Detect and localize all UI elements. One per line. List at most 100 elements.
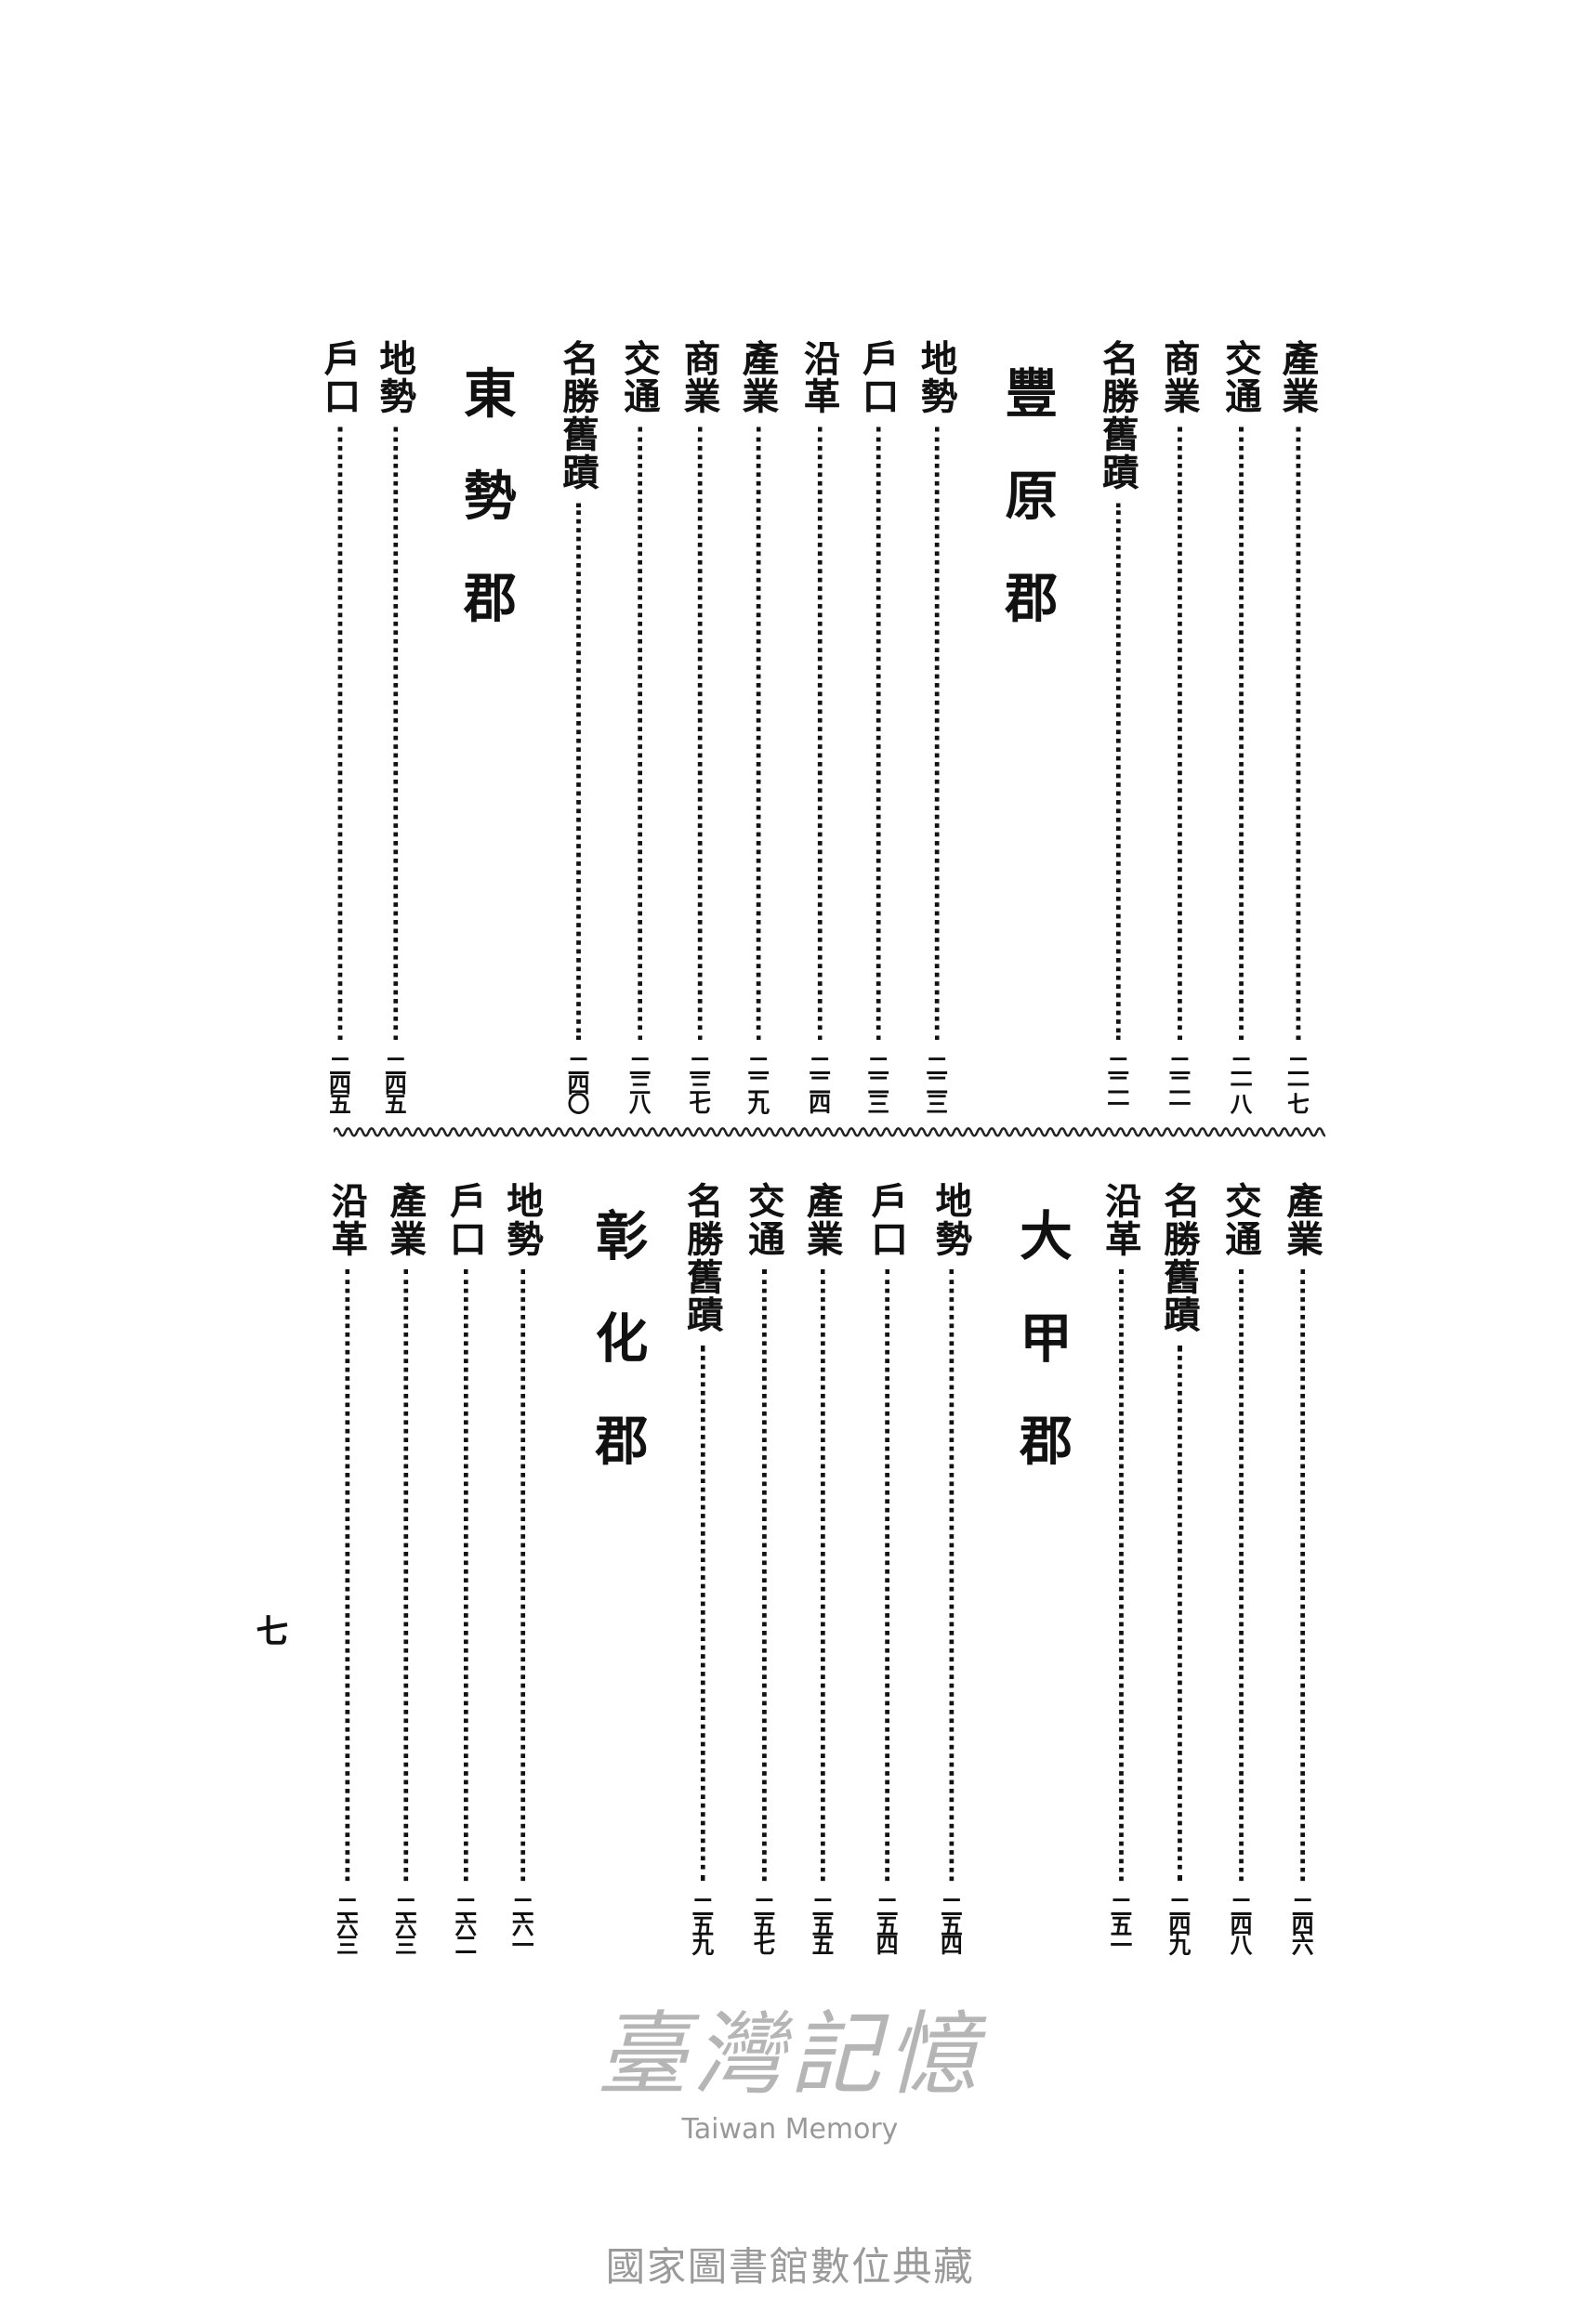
toc-entry-label: 交通	[1219, 339, 1263, 416]
toc-entry-label: 商業	[678, 339, 721, 416]
toc-page-number: 二四六	[1288, 1895, 1316, 1953]
toc-entry[interactable]: 地勢二二三	[915, 339, 958, 1111]
toc-entry[interactable]: 名勝舊蹟二四〇	[556, 339, 600, 1112]
toc-entry-label: 交通	[743, 1181, 786, 1258]
toc-page-number: 二五九	[689, 1895, 716, 1953]
toc-page-number: 二一七	[1284, 1054, 1311, 1112]
toc-entry-label: 沿革	[326, 1181, 369, 1258]
toc-entry[interactable]: 名勝舊蹟二四九	[1157, 1181, 1202, 1952]
toc-entry[interactable]: 產業二二九	[736, 339, 780, 1111]
toc-entry-label: 地勢	[374, 339, 417, 416]
dot-leader	[1295, 427, 1300, 1041]
toc-page-number: 二四〇	[564, 1054, 591, 1112]
toc-page-number: 二六一	[508, 1895, 536, 1953]
page-number: 七	[256, 1613, 289, 1652]
toc-page-number: 二一八	[1227, 1054, 1254, 1112]
toc-entry[interactable]: 產業二四六	[1280, 1181, 1324, 1953]
dot-leader	[820, 1269, 824, 1882]
toc-entry-label: 產業	[801, 1181, 845, 1258]
dot-leader	[876, 427, 880, 1041]
toc-entry[interactable]: 戶口二五四	[864, 1181, 909, 1953]
toc-page-number: 二二一	[1165, 1054, 1192, 1112]
toc-entry[interactable]: 交通二五七	[742, 1181, 786, 1953]
toc-page-number: 二五一	[1107, 1895, 1134, 1953]
toc-entry-label: 沿革	[1099, 1181, 1143, 1258]
toc-page-number: 二三七	[686, 1054, 713, 1112]
wavy-divider	[333, 1127, 1326, 1137]
toc-entry[interactable]: 地勢二六一	[500, 1181, 545, 1953]
toc-entry[interactable]: 交通二三八	[617, 339, 662, 1112]
dot-leader	[336, 427, 342, 1041]
toc-entry-label: 戶口	[319, 339, 362, 416]
toc-entry[interactable]: 商業二二一	[1157, 339, 1202, 1112]
toc-entry-label: 名勝舊蹟	[1158, 1181, 1202, 1334]
toc-entry-label: 產業	[737, 339, 780, 416]
toc-page-number: 二三八	[625, 1054, 653, 1112]
toc-entry[interactable]: 沿革二二四	[797, 339, 841, 1111]
toc-entry[interactable]: 沿革二六三	[324, 1181, 369, 1953]
toc-entry[interactable]: 交通二一八	[1218, 339, 1263, 1112]
dot-leader	[344, 1269, 349, 1882]
dot-leader	[463, 1269, 467, 1882]
dot-leader	[948, 1269, 954, 1882]
toc-page-number: 二二四	[806, 1054, 833, 1112]
section-title: 東勢郡	[454, 365, 517, 674]
dot-leader	[933, 427, 939, 1041]
dot-leader	[700, 1346, 704, 1882]
toc-entry[interactable]: 名勝舊蹟二五九	[680, 1182, 724, 1952]
toc-entry-label: 產業	[1277, 339, 1320, 416]
section-title: 彰化郡	[586, 1208, 649, 1516]
toc-entry[interactable]: 名勝舊蹟二二一	[1096, 339, 1140, 1112]
toc-page-number: 二二三	[864, 1054, 891, 1112]
toc-entry-label: 戶口	[857, 339, 901, 416]
dot-leader	[1238, 1269, 1244, 1882]
toc-entry-label: 沿革	[798, 339, 842, 416]
dot-leader	[520, 1269, 525, 1882]
toc-entry[interactable]: 產業二六三	[383, 1181, 428, 1952]
toc-entry-label: 產業	[384, 1181, 428, 1258]
toc-page-number: 二五四	[937, 1895, 965, 1953]
toc-entry-label: 地勢	[915, 339, 958, 416]
toc-page-number: 二五四	[873, 1895, 901, 1953]
toc-entry[interactable]: 戶口二六二	[443, 1182, 487, 1952]
toc-page-number: 二五五	[809, 1895, 836, 1953]
toc-entry[interactable]: 地勢二五四	[928, 1182, 973, 1953]
toc-entry[interactable]: 戶口二四五	[318, 339, 362, 1111]
dot-leader	[817, 427, 822, 1041]
toc-entry[interactable]: 商業二三七	[678, 339, 721, 1111]
dot-leader	[402, 1269, 408, 1882]
dot-leader	[392, 427, 398, 1041]
toc-entry[interactable]: 沿革二五一	[1099, 1181, 1143, 1953]
toc-entry-label: 商業	[1158, 339, 1202, 416]
toc-entry-label: 交通	[1219, 1181, 1263, 1258]
toc-page-number: 二六二	[452, 1895, 479, 1953]
dot-leader	[884, 1269, 889, 1882]
footer-credit: 國家圖書館數位典藏	[605, 2245, 975, 2291]
toc-entry[interactable]: 地勢二四五	[373, 339, 417, 1112]
toc-entry-label: 戶口	[444, 1181, 488, 1258]
dot-leader	[1115, 503, 1120, 1041]
section-title: 大甲郡	[1010, 1208, 1073, 1516]
watermark-logo: 臺灣記憶	[597, 2001, 983, 2108]
toc-page-number: 二四八	[1227, 1895, 1254, 1953]
watermark-english: Taiwan Memory	[681, 2113, 899, 2147]
dot-leader	[755, 427, 760, 1041]
toc-page-number: 二二三	[923, 1054, 950, 1112]
toc-entry-label: 戶口	[865, 1181, 909, 1258]
toc-page-number: 二五七	[750, 1895, 777, 1953]
toc-entry-label: 名勝舊蹟	[681, 1181, 725, 1334]
toc-entry-label: 產業	[1281, 1181, 1324, 1258]
dot-leader	[575, 503, 581, 1041]
toc-page-number: 二二一	[1104, 1054, 1131, 1112]
toc-entry[interactable]: 戶口二二三	[856, 339, 900, 1111]
toc-entry-label: 地勢	[501, 1181, 545, 1258]
dot-leader	[697, 427, 702, 1041]
toc-page-number: 二六三	[333, 1895, 361, 1953]
toc-entry[interactable]: 交通二四八	[1218, 1181, 1263, 1953]
toc-page-number: 二四五	[381, 1054, 409, 1112]
toc-page-number: 二四五	[326, 1054, 353, 1112]
toc-entry[interactable]: 產業二一七	[1276, 339, 1320, 1111]
toc-entry[interactable]: 產業二五五	[800, 1181, 845, 1953]
dot-leader	[1118, 1269, 1124, 1882]
